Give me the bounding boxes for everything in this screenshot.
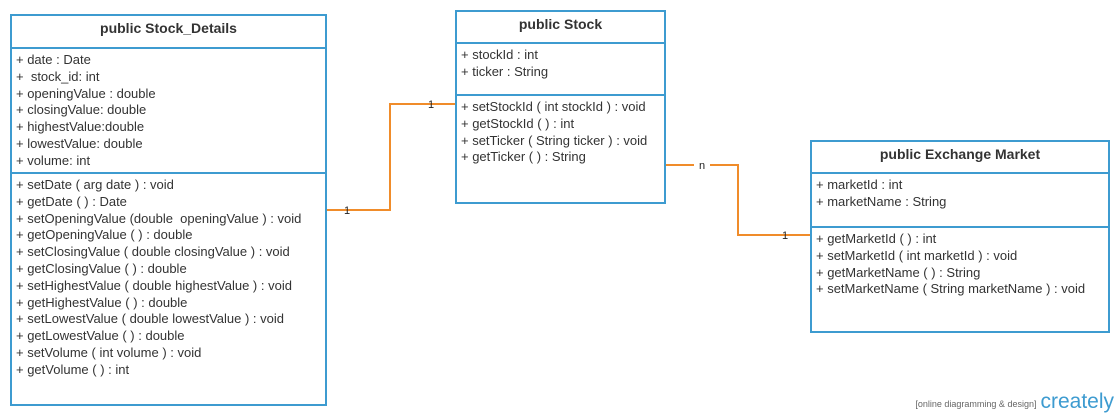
multiplicity-label: 1 (782, 230, 788, 242)
method-item: + setMarketName ( String marketName ) : … (816, 281, 1086, 297)
multiplicity-label: 1 (344, 205, 350, 217)
creately-logo: creately (1040, 390, 1114, 413)
attribute-item: + stock_id: int (16, 68, 100, 84)
footer-branding: [online diagramming & design] creately (915, 391, 1114, 412)
class-title: public Stock (457, 12, 664, 44)
attribute-item: + lowestValue: double (16, 135, 143, 151)
attributes-section: + stockId : int+ ticker : String (457, 44, 664, 96)
method-item: + setClosingValue ( double closingValue … (16, 244, 290, 260)
multiplicity-label: 1 (428, 99, 434, 111)
attribute-item: + closingValue: double (16, 102, 147, 118)
method-item: + setTicker ( String ticker ) : void (461, 132, 648, 148)
method-item: + getClosingValue ( ) : double (16, 260, 187, 276)
connector-stock-to-exchange-market[interactable] (666, 164, 811, 236)
method-item: + setVolume ( int volume ) : void (16, 344, 202, 360)
method-item: + setMarketId ( int marketId ) : void (816, 247, 1018, 263)
method-item: + getStockId ( ) : int (461, 115, 575, 131)
method-item: + setLowestValue ( double lowestValue ) … (16, 311, 284, 327)
attributes-section: + date : Date+ stock_id: int+ openingVal… (12, 49, 325, 174)
attribute-item: + stockId : int (461, 47, 538, 62)
class-title: public Stock_Details (12, 16, 325, 49)
method-item: + getMarketName ( ) : String (816, 264, 981, 280)
method-item: + getLowestValue ( ) : double (16, 328, 185, 344)
method-item: + getOpeningValue ( ) : double (16, 227, 193, 243)
method-item: + getMarketId ( ) : int (816, 231, 937, 246)
class-title: public Exchange Market (812, 142, 1108, 174)
attribute-item: + date : Date (16, 52, 91, 67)
method-item: + getVolume ( ) : int (16, 361, 130, 377)
attribute-item: + highestValue:double (16, 119, 145, 135)
label-background (694, 158, 710, 172)
attribute-item: + ticker : String (461, 63, 549, 79)
method-item: + setStockId ( int stockId ) : void (461, 99, 646, 114)
method-item: + setOpeningValue (double openingValue )… (16, 210, 302, 226)
attribute-item: + marketId : int (816, 177, 903, 192)
multiplicity-label: n (699, 160, 705, 172)
connector-stock-details-to-stock[interactable] (327, 103, 456, 211)
method-item: + getHighestValue ( ) : double (16, 294, 188, 310)
footer-tagline: [online diagramming & design] (915, 399, 1037, 409)
class-exchange-market[interactable]: public Exchange Market + marketId : int+… (810, 140, 1110, 333)
attributes-section: + marketId : int+ marketName : String (812, 174, 1108, 228)
methods-section: + setDate ( arg date ) : void+ getDate (… (12, 174, 325, 379)
method-item: + getTicker ( ) : String (461, 149, 586, 165)
attribute-item: + openingValue : double (16, 85, 156, 101)
method-item: + setDate ( arg date ) : void (16, 177, 174, 192)
method-item: + setHighestValue ( double highestValue … (16, 277, 292, 293)
attribute-item: + volume: int (16, 152, 91, 168)
methods-section: + getMarketId ( ) : int+ setMarketId ( i… (812, 228, 1108, 298)
class-stock[interactable]: public Stock + stockId : int+ ticker : S… (455, 10, 666, 204)
attribute-item: + marketName : String (816, 193, 947, 209)
methods-section: + setStockId ( int stockId ) : void+ get… (457, 96, 664, 166)
class-stock-details[interactable]: public Stock_Details + date : Date+ stoc… (10, 14, 327, 406)
method-item: + getDate ( ) : Date (16, 193, 127, 209)
